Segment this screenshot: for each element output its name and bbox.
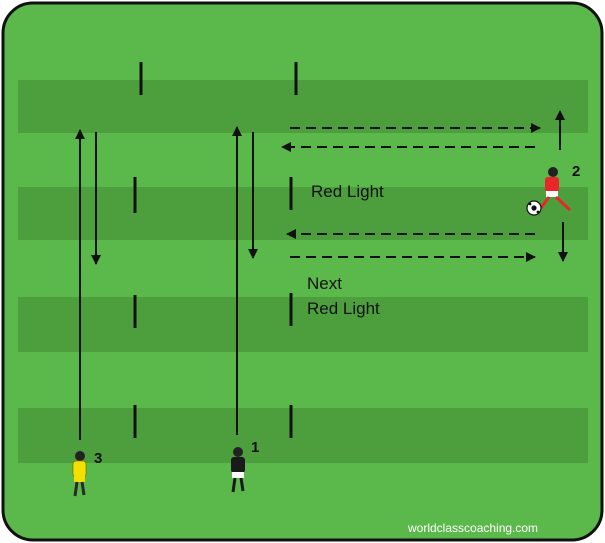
- pass-arrows: [281, 123, 541, 262]
- next-red-light-label-line1: Next: [307, 274, 342, 293]
- player-1-figure: [231, 447, 245, 493]
- next-red-light-label-line2: Red Light: [307, 299, 380, 318]
- player-3-number: 3: [94, 450, 103, 467]
- pitch-stripe: [18, 297, 588, 352]
- player-2-number: 2: [572, 163, 581, 180]
- player-2-figure: [539, 167, 572, 212]
- pitch-stripe: [18, 408, 588, 463]
- cone-markers: [133, 62, 298, 438]
- pitch-stripe: [18, 80, 588, 133]
- pitch-stripe: [18, 187, 588, 240]
- player-1-number: 1: [251, 439, 260, 456]
- red-light-label: Red Light: [311, 182, 384, 201]
- watermark: worldclasscoaching.com: [408, 521, 539, 535]
- ball-icon: [526, 200, 542, 216]
- player-3-figure: [72, 451, 87, 497]
- run-arrows: [75, 110, 568, 440]
